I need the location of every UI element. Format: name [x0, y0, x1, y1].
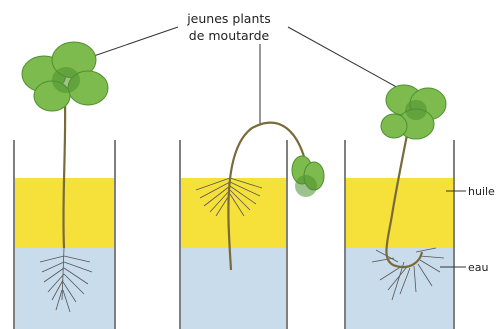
label-water: eau	[468, 261, 488, 274]
beaker-middle	[180, 123, 324, 329]
water-layer-right	[346, 248, 453, 329]
leaves-middle	[292, 156, 324, 197]
oil-layer-right	[346, 178, 453, 248]
leaves-left	[22, 42, 108, 111]
leader-line-right	[288, 27, 402, 90]
label-top-line2: de moutarde	[189, 28, 270, 43]
label-top-line1: jeunes plants	[186, 11, 271, 26]
label-oil: huile	[468, 185, 495, 198]
water-layer-middle	[181, 248, 286, 329]
water-layer-left	[15, 248, 114, 329]
leader-line-left	[88, 27, 178, 58]
leaves-right	[381, 85, 446, 139]
beaker-left	[14, 42, 115, 329]
beaker-right	[345, 85, 454, 329]
